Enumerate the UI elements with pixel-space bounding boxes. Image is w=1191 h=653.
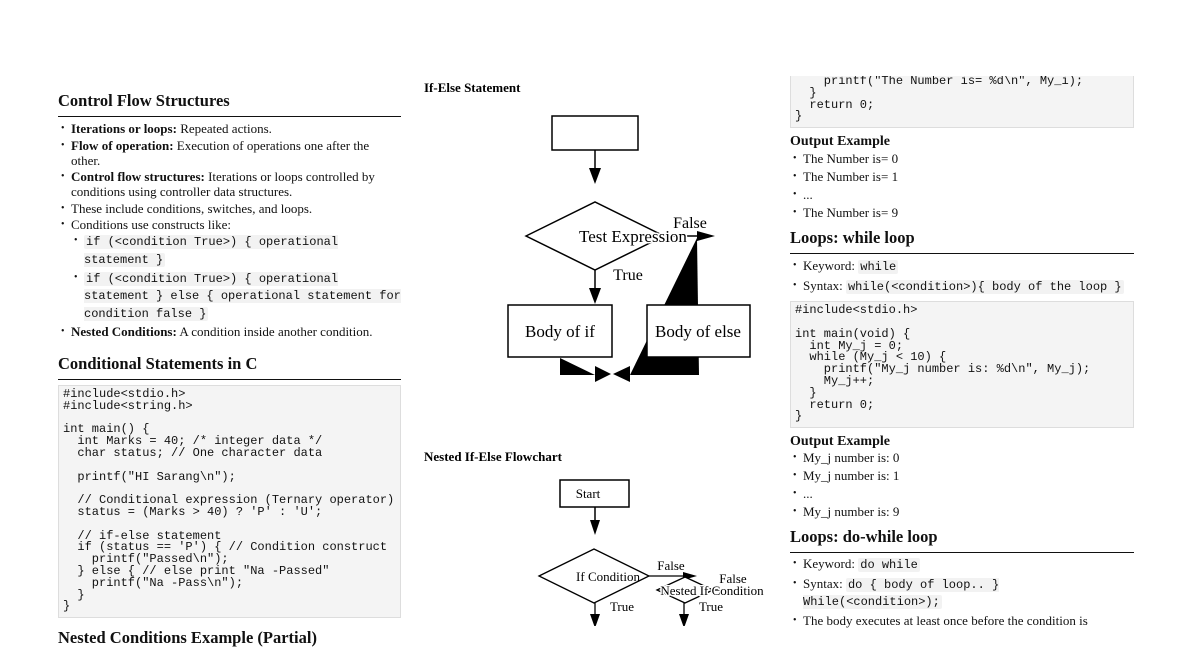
list-item: if (<condition True>) { operational stat… bbox=[71, 270, 401, 323]
list-item: The Number is= 0 bbox=[790, 151, 1134, 167]
item-label: Flow of operation: bbox=[71, 137, 174, 153]
item-text: Repeated actions. bbox=[176, 121, 272, 136]
output-list: The Number is= 0 The Number is= 1 ... Th… bbox=[790, 151, 1134, 221]
control-flow-list: Iterations or loops: Repeated actions. F… bbox=[58, 121, 401, 339]
body-else-label: Body of else bbox=[655, 322, 741, 341]
inline-code: while(<condition>){ body of the loop } bbox=[845, 279, 1124, 294]
decision-label: If Condition bbox=[576, 569, 640, 584]
arrow-head bbox=[595, 366, 611, 382]
output-list: My_j number is: 0 My_j number is: 1 ... … bbox=[790, 450, 1134, 520]
start-box bbox=[551, 115, 639, 151]
item-text: Conditions use constructs like: bbox=[71, 217, 231, 232]
body-else-box bbox=[646, 304, 751, 358]
while-list: Keyword: while Syntax: while(<condition>… bbox=[790, 258, 1134, 295]
middle-column: If-Else Statement Test Expression False … bbox=[424, 78, 780, 628]
constructs-list: if (<condition True>) { operational stat… bbox=[71, 233, 401, 322]
list-item: Syntax: do { body of loop.. } While(<con… bbox=[790, 576, 1053, 611]
arrow-head bbox=[589, 288, 601, 304]
ifelse-title: If-Else Statement bbox=[424, 80, 521, 95]
body-if-box bbox=[507, 304, 613, 358]
code-block-while: #include<stdio.h> int main(void) { int M… bbox=[790, 301, 1134, 429]
section-title-conditional: Conditional Statements in C bbox=[58, 354, 401, 380]
inline-code: do while bbox=[858, 558, 920, 573]
list-item: My_j number is: 9 bbox=[790, 504, 1134, 520]
list-item: ... bbox=[790, 486, 1134, 502]
item-label: Keyword: bbox=[803, 258, 859, 274]
nested-true-label: True bbox=[699, 599, 723, 614]
list-item: The body executes at least once before t… bbox=[790, 613, 1134, 629]
nested-title: Nested If-Else Flowchart bbox=[424, 449, 563, 464]
nested-false-label: False bbox=[719, 571, 747, 586]
list-item: My_j number is: 1 bbox=[790, 468, 1134, 484]
arrow-head bbox=[590, 520, 600, 535]
list-item: ... bbox=[790, 187, 1134, 203]
flowcharts: If-Else Statement Test Expression False … bbox=[424, 80, 766, 628]
arrow-head bbox=[740, 586, 756, 594]
section-title-nested: Nested Conditions Example (Partial) bbox=[58, 628, 317, 648]
list-item: Keyword: while bbox=[790, 258, 1134, 276]
output-title: Output Example bbox=[790, 134, 890, 150]
arrow-head bbox=[589, 168, 601, 184]
do-while-list: Keyword: do while Syntax: do { body of l… bbox=[790, 556, 1134, 629]
item-label: Keyword: bbox=[803, 556, 859, 572]
item-label: Iterations or loops: bbox=[71, 121, 177, 136]
start-box bbox=[559, 479, 630, 508]
nested-decision-label: Nested If Condition bbox=[660, 583, 764, 598]
list-item: The Number is= 1 bbox=[790, 169, 1134, 185]
list-item: Iterations or loops: Repeated actions. bbox=[58, 121, 401, 136]
item-label: Syntax: bbox=[803, 277, 846, 293]
item-text: Execution of operations one after the ot… bbox=[71, 137, 370, 168]
left-column: Control Flow Structures Iterations or lo… bbox=[58, 91, 401, 653]
right-column: printf("The Number is= %d\n", My_i); } r… bbox=[790, 76, 1134, 631]
true-label: True bbox=[613, 267, 643, 284]
false-label: False bbox=[657, 558, 685, 573]
item-label: Nested Conditions: bbox=[71, 323, 177, 339]
list-item: if (<condition True>) { operational stat… bbox=[71, 233, 401, 268]
list-item: Syntax: while(<condition>){ body of the … bbox=[790, 278, 1134, 296]
arrow-head bbox=[679, 614, 689, 628]
list-item: My_j number is: 0 bbox=[790, 450, 1134, 466]
item-text: These include conditions, switches, and … bbox=[71, 200, 313, 216]
start-label: Start bbox=[576, 486, 601, 501]
inline-code: if (<condition True>) { operational stat… bbox=[84, 235, 339, 267]
body-if-label: Body of if bbox=[525, 322, 595, 341]
item-text: Iterations or loops controlled by condit… bbox=[71, 169, 375, 199]
merge-connector bbox=[560, 358, 595, 375]
code-block-for-tail: printf("The Number is= %d\n", My_i); } r… bbox=[790, 76, 1134, 129]
code-block-conditional: #include<stdio.h> #include<string.h> int… bbox=[58, 385, 401, 619]
list-item: Keyword: do while bbox=[790, 556, 1134, 574]
list-item: The Number is= 9 bbox=[790, 205, 1134, 221]
list-item: Flow of operation: Execution of operatio… bbox=[58, 138, 401, 168]
true-label: True bbox=[610, 599, 634, 614]
item-label: Syntax: bbox=[803, 575, 846, 591]
list-item: Nested Conditions: A condition inside an… bbox=[58, 324, 401, 339]
item-label: Control flow structures: bbox=[71, 169, 205, 184]
list-item: These include conditions, switches, and … bbox=[58, 201, 401, 216]
output-title: Output Example bbox=[790, 434, 890, 450]
inline-code: if (<condition True>) { operational stat… bbox=[84, 271, 401, 321]
section-title-do-while: Loops: do-while loop bbox=[790, 527, 1134, 554]
decision-label: Test Expression bbox=[579, 227, 687, 246]
arrow-head bbox=[590, 614, 600, 628]
false-label: False bbox=[673, 215, 707, 232]
list-item: Conditions use constructs like: if (<con… bbox=[58, 217, 401, 322]
inline-code: while bbox=[858, 260, 899, 275]
list-item: Control flow structures: Iterations or l… bbox=[58, 169, 401, 199]
arrow-head bbox=[613, 366, 630, 382]
item-text: A condition inside another condition. bbox=[176, 323, 373, 339]
section-title-control-flow: Control Flow Structures bbox=[58, 91, 401, 117]
section-title-while: Loops: while loop bbox=[790, 228, 1134, 255]
arrow-head bbox=[697, 231, 715, 241]
